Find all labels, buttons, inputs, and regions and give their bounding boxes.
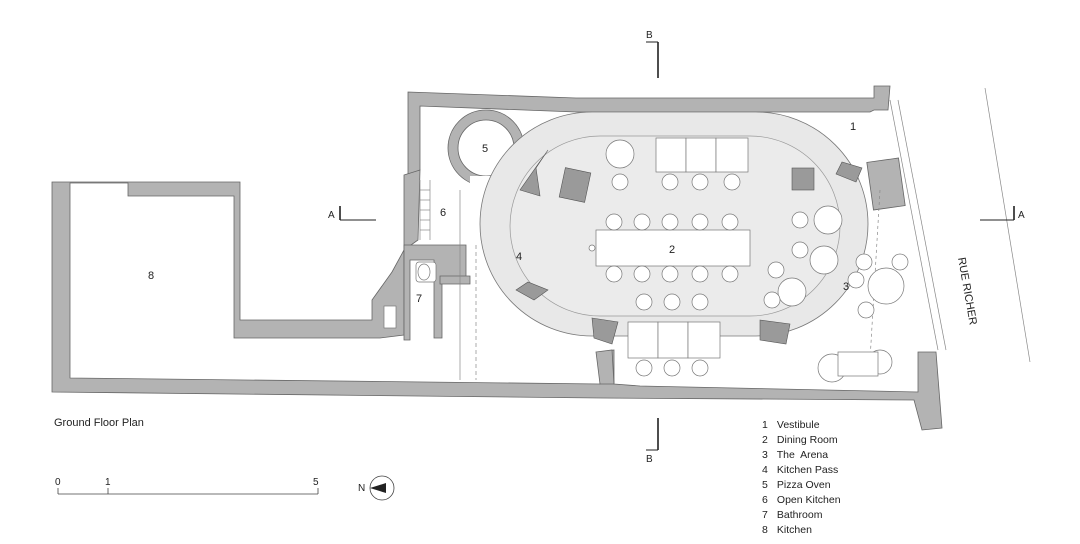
north-arrow-icon bbox=[369, 475, 395, 501]
legend-item: 6 Open Kitchen bbox=[762, 494, 841, 506]
scale-bar bbox=[57, 488, 319, 495]
room-number-2: 2 bbox=[669, 244, 675, 256]
walls bbox=[51, 85, 943, 431]
section-a-right-label: A bbox=[1018, 210, 1025, 221]
room-legend: 1 Vestibule 2 Dining Room 3 The Arena 4 … bbox=[762, 418, 841, 538]
room-number-4: 4 bbox=[516, 251, 522, 263]
legend-item: 8 Kitchen bbox=[762, 524, 812, 536]
scale-label-1: 1 bbox=[105, 477, 111, 488]
room-number-5: 5 bbox=[482, 143, 488, 155]
room-number-8: 8 bbox=[148, 270, 154, 282]
street-label: RUE RICHER bbox=[955, 256, 979, 326]
section-b-bottom-label: B bbox=[646, 454, 653, 465]
legend-item: 2 Dining Room bbox=[762, 434, 838, 446]
section-b-top-label: B bbox=[646, 30, 653, 41]
room-number-3: 3 bbox=[843, 281, 849, 293]
room-numbers: 1 2 3 4 5 6 7 8 bbox=[148, 121, 856, 305]
legend-item: 3 The Arena bbox=[762, 449, 829, 461]
furniture bbox=[383, 137, 909, 383]
section-markers bbox=[339, 41, 1015, 451]
room-number-1: 1 bbox=[850, 121, 856, 133]
legend-item: 1 Vestibule bbox=[762, 419, 820, 431]
section-a-left-label: A bbox=[328, 210, 335, 221]
scale-label-5: 5 bbox=[313, 477, 319, 488]
legend-item: 4 Kitchen Pass bbox=[762, 464, 839, 476]
room-number-7: 7 bbox=[416, 293, 422, 305]
scale-label-0: 0 bbox=[55, 477, 61, 488]
north-label: N bbox=[358, 483, 365, 494]
plan-title: Ground Floor Plan bbox=[54, 417, 144, 429]
legend-item: 5 Pizza Oven bbox=[762, 479, 831, 491]
room-number-6: 6 bbox=[440, 207, 446, 219]
legend-item: 7 Bathroom bbox=[762, 509, 823, 521]
